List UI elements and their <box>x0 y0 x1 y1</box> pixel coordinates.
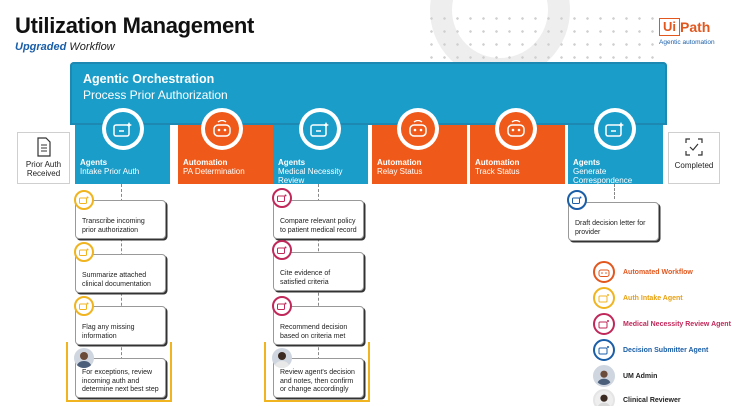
clinical-reviewer-bracket <box>264 342 370 402</box>
document-icon <box>36 137 51 157</box>
robot-icon <box>593 261 615 283</box>
page-title: Utilization Management <box>15 13 255 38</box>
agent-badge <box>594 108 636 150</box>
agent-badge <box>299 108 341 150</box>
task-text: Flag any missing information <box>82 324 135 340</box>
subtitle-rest: Workflow <box>69 41 115 53</box>
orchestration-title: Agentic Orchestration <box>83 72 215 86</box>
legend-label: Auth Intake Agent <box>623 294 683 302</box>
task-text: Compare relevant policy to patient medic… <box>280 218 357 234</box>
robot-icon <box>499 112 533 146</box>
step-name: Generate Correspondence <box>573 167 633 185</box>
task-text: Recommend decision based on criteria met <box>280 324 348 340</box>
step-kind: Automation <box>377 158 422 167</box>
step-name: Intake Prior Auth <box>80 167 140 176</box>
step-kind: Agents <box>573 158 601 167</box>
agent-icon <box>106 112 140 146</box>
step-name: PA Determination <box>183 167 245 176</box>
task-text: Cite evidence of satisfied criteria <box>280 270 331 286</box>
subtitle-emphasis: Upgraded <box>15 41 67 53</box>
step-name: Track Status <box>475 167 520 176</box>
orchestration-subtitle: Process Prior Authorization <box>83 88 228 102</box>
legend-um-admin: UM Admin <box>593 365 657 387</box>
agent-icon <box>272 296 292 316</box>
task-card: Draft decision letter for provider <box>568 202 659 241</box>
start-box: Prior Auth Received <box>17 132 70 184</box>
end-box: Completed <box>668 132 720 184</box>
robot-icon <box>401 112 435 146</box>
person-avatar <box>593 365 615 387</box>
agent-icon <box>74 296 94 316</box>
step-name: Medical Necessity Review <box>278 167 343 185</box>
agent-icon <box>567 190 587 210</box>
agent-icon <box>272 188 292 208</box>
legend-label: Clinical Reviewer <box>623 396 681 404</box>
task-text: Transcribe incoming prior authorization <box>82 218 145 234</box>
step-kind: Automation <box>183 158 228 167</box>
step-kind: Agents <box>278 158 306 167</box>
check-frame-icon <box>685 138 703 156</box>
agent-icon <box>593 313 615 335</box>
agent-icon <box>598 112 632 146</box>
robot-icon <box>205 112 239 146</box>
legend-label: Medical Necessity Review Agent <box>623 320 731 328</box>
legend-label: UM Admin <box>623 372 658 380</box>
agent-icon <box>272 240 292 260</box>
automation-badge <box>495 108 537 150</box>
step-kind: Agents <box>80 158 108 167</box>
start-label: Prior Auth Received <box>25 160 62 178</box>
connector-correspondence <box>614 184 615 199</box>
logo-word: Path <box>680 19 711 35</box>
end-label: Completed <box>674 161 714 170</box>
legend-automated-workflow: Automated Workflow <box>593 261 693 283</box>
um-admin-avatar <box>74 348 94 368</box>
agent-icon <box>593 287 615 309</box>
task-card: Recommend decision based on criteria met <box>273 306 364 345</box>
legend-medical-necessity-review-agent: Medical Necessity Review Agent <box>593 313 731 335</box>
agent-badge <box>102 108 144 150</box>
clinical-reviewer-avatar <box>272 348 292 368</box>
page-subtitle: Upgraded Workflow <box>15 41 115 53</box>
agent-icon <box>593 339 615 361</box>
legend-clinical-reviewer: Clinical Reviewer <box>593 389 681 406</box>
step-name: Relay Status <box>377 167 423 176</box>
legend-label: Decision Submitter Agent <box>623 346 709 354</box>
logo-box: Ui <box>659 18 680 36</box>
agent-icon <box>74 242 94 262</box>
task-card: Compare relevant policy to patient medic… <box>273 200 364 239</box>
logo-tagline: Agentic automation <box>659 39 715 46</box>
task-text: Review agent's decision and notes, then … <box>280 369 355 393</box>
agent-icon <box>74 190 94 210</box>
task-text: Summarize attached clinical documentatio… <box>82 272 151 288</box>
automation-badge <box>201 108 243 150</box>
task-card: Review agent's decision and notes, then … <box>273 358 364 398</box>
person-avatar <box>593 389 615 406</box>
task-card: Summarize attached clinical documentatio… <box>75 254 166 293</box>
automation-badge <box>397 108 439 150</box>
step-kind: Automation <box>475 158 520 167</box>
task-text: Draft decision letter for provider <box>575 220 646 236</box>
task-card: Cite evidence of satisfied criteria <box>273 252 364 291</box>
orchestration-banner: Agentic Orchestration Process Prior Auth… <box>70 62 667 125</box>
legend-auth-intake-agent: Auth Intake Agent <box>593 287 683 309</box>
um-admin-bracket <box>66 342 172 402</box>
legend-label: Automated Workflow <box>623 268 693 276</box>
legend-decision-submitter-agent: Decision Submitter Agent <box>593 339 708 361</box>
task-text: For exceptions, review incoming auth and… <box>82 369 159 393</box>
agent-icon <box>303 112 337 146</box>
